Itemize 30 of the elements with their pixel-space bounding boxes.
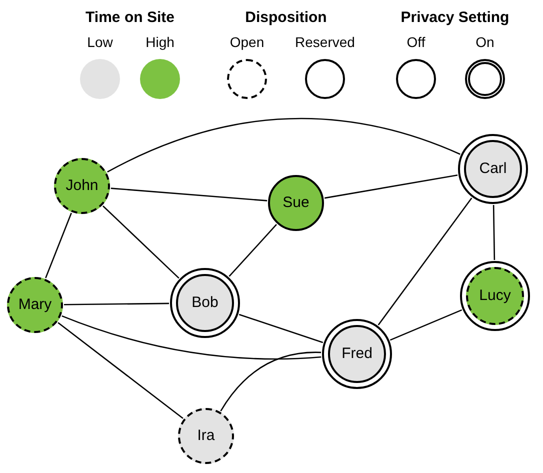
legend-text: Open [230,33,264,52]
legend-heading: Time on Site [86,8,174,28]
connector-line [228,224,277,277]
node-label: Sue [282,192,310,213]
node-label: Bob [192,292,218,313]
connector-line [110,188,268,202]
connector-line [238,314,324,344]
legend-heading: Disposition [245,8,327,28]
node-label: John [66,176,98,196]
node-label: Lucy [479,286,511,306]
node-label: Mary [18,294,52,315]
legend-text: Off [406,33,426,52]
legend-heading: Privacy Setting [400,8,510,28]
connector-line [58,322,184,419]
node-label: Fred [342,344,372,364]
legend-text: Low [87,33,113,52]
connector-line [324,174,458,199]
node-label: Ira [197,426,215,446]
node-label: Carl [479,158,507,179]
legend-text: Reserved [295,33,355,52]
connector-line [220,352,322,412]
connector-line [62,315,322,360]
connector-line [45,212,72,278]
legend-text: High [146,33,174,52]
connector-line [64,302,169,306]
connector-line [378,198,472,326]
connector-line [102,206,180,279]
legend-text: On [476,33,494,52]
connector-line [492,204,496,260]
connector-line [107,118,460,173]
